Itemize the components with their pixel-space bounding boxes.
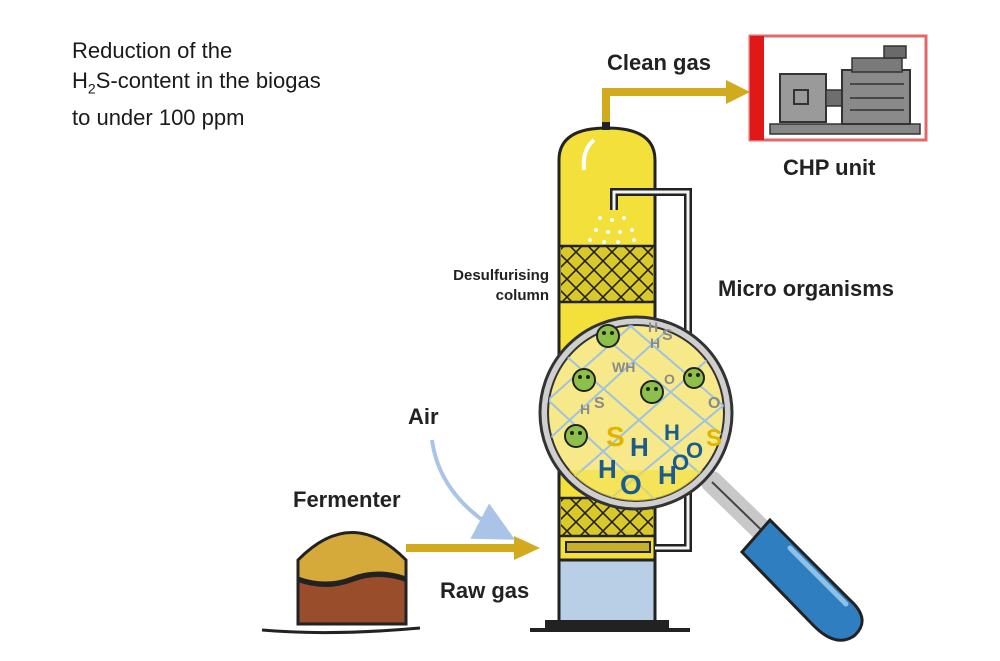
- raw-gas-arrow: [406, 536, 540, 560]
- magnifier-handle: [701, 471, 864, 642]
- svg-text:H: H: [598, 454, 617, 484]
- svg-text:O: O: [708, 395, 720, 412]
- air-arrow: [430, 439, 516, 540]
- microbe-5: [683, 367, 705, 389]
- svg-text:H: H: [648, 319, 658, 335]
- svg-text:S: S: [706, 425, 722, 452]
- chp-unit-label: CHP unit: [783, 155, 876, 180]
- raw-gas-label: Raw gas: [440, 578, 530, 603]
- desulfurising-line-2: column: [495, 287, 549, 304]
- svg-text:WH: WH: [612, 359, 635, 375]
- molecule-letters: H H S WH H S O O S H H O S H O H O: [580, 319, 722, 500]
- chp-unit: [748, 34, 928, 142]
- clean-gas-arrow: [602, 80, 750, 122]
- svg-text:H: H: [658, 460, 677, 490]
- spray-pipe: [588, 188, 692, 552]
- svg-text:O: O: [686, 438, 703, 463]
- svg-text:S: S: [662, 327, 673, 344]
- svg-text:H: H: [664, 420, 680, 445]
- column-base: [557, 554, 657, 628]
- desulfurising-line-1: Desulfurising: [453, 267, 549, 284]
- svg-text:O: O: [672, 450, 689, 475]
- svg-text:S: S: [606, 421, 625, 452]
- title-subscript: 2: [87, 80, 96, 97]
- ground-line-left: [261, 626, 421, 635]
- svg-text:O: O: [664, 371, 675, 387]
- title-h: H: [72, 68, 88, 93]
- magnifier-lens: [538, 315, 734, 511]
- column-foot: [545, 620, 669, 630]
- title-rest: S-content in the biogas: [95, 68, 321, 93]
- micro-organisms-label: Micro organisms: [718, 276, 895, 301]
- title-line-2: H2S-content in the biogas: [72, 66, 321, 103]
- microbe-2: [572, 368, 596, 392]
- clean-gas-label: Clean gas: [607, 50, 711, 75]
- svg-text:S: S: [594, 395, 605, 412]
- title-line-1: Reduction of the: [72, 38, 233, 63]
- fermenter-label: Fermenter: [293, 487, 401, 512]
- svg-text:O: O: [620, 469, 642, 500]
- air-label: Air: [408, 404, 439, 429]
- microbe-3: [640, 380, 664, 404]
- title-line-3: to under 100 ppm: [72, 105, 245, 131]
- desulfurising-label: Desulfurising column: [425, 266, 549, 306]
- svg-text:H: H: [580, 401, 590, 417]
- microbe-1: [596, 324, 620, 348]
- svg-text:H: H: [630, 432, 649, 462]
- fermenter: [296, 531, 408, 626]
- svg-text:H: H: [650, 335, 660, 351]
- microbe-4: [564, 424, 588, 448]
- diagram-title: Reduction of the H2S-content in the biog…: [72, 36, 321, 133]
